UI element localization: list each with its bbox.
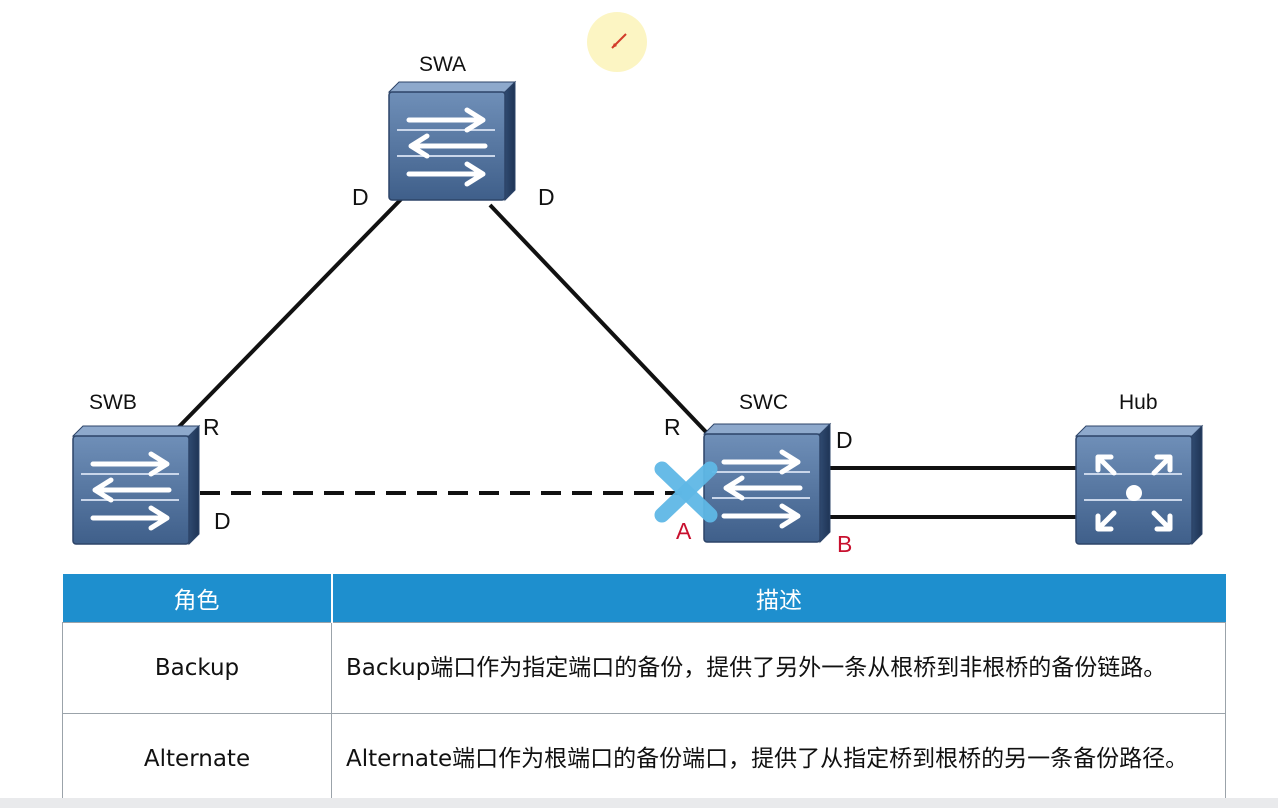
bottom-scroll-strip — [0, 798, 1278, 808]
port-role-table: 角色 描述 Backup Backup端口作为指定端口的备份，提供了另外一条从根… — [62, 574, 1226, 805]
description-cell: Alternate端口作为根端口的备份端口，提供了从指定桥到根桥的另一条备份路径… — [331, 713, 1226, 805]
link-swa-swb — [166, 188, 412, 440]
table-row: Alternate Alternate端口作为根端口的备份端口，提供了从指定桥到… — [62, 713, 1226, 805]
port-label-swb-designated: D — [214, 508, 231, 534]
switch-swb-icon — [72, 425, 200, 545]
port-label-swc-designated: D — [836, 427, 853, 453]
header-description: 描述 — [331, 574, 1226, 623]
blocked-port-x-icon — [654, 461, 718, 523]
port-label-swc-alternate: A — [676, 518, 692, 544]
topology-canvas — [72, 12, 1203, 545]
port-label-swc-backup: B — [837, 531, 853, 557]
hub-icon — [1075, 425, 1203, 545]
role-cell: Backup — [62, 622, 332, 714]
port-label-swa-right: D — [538, 184, 555, 210]
table-row: Backup Backup端口作为指定端口的备份，提供了另外一条从根桥到非根桥的… — [62, 622, 1226, 714]
role-cell: Alternate — [62, 713, 332, 805]
port-label-swc-root: R — [664, 414, 681, 440]
swc-label: SWC — [739, 391, 788, 414]
switch-swc-icon — [703, 423, 831, 543]
swa-label: SWA — [419, 53, 467, 76]
header-role: 角色 — [62, 574, 333, 623]
description-cell: Backup端口作为指定端口的备份，提供了另外一条从根桥到非根桥的备份链路。 — [331, 622, 1226, 714]
swb-label: SWB — [89, 391, 137, 414]
port-label-swb-root: R — [203, 414, 220, 440]
table-header-row: 角色 描述 — [62, 574, 1226, 623]
port-label-swa-left: D — [352, 184, 369, 210]
hub-label: Hub — [1119, 391, 1158, 414]
link-swa-swc — [488, 203, 708, 434]
switch-swa-icon — [388, 81, 516, 201]
cursor-highlight — [587, 12, 647, 72]
